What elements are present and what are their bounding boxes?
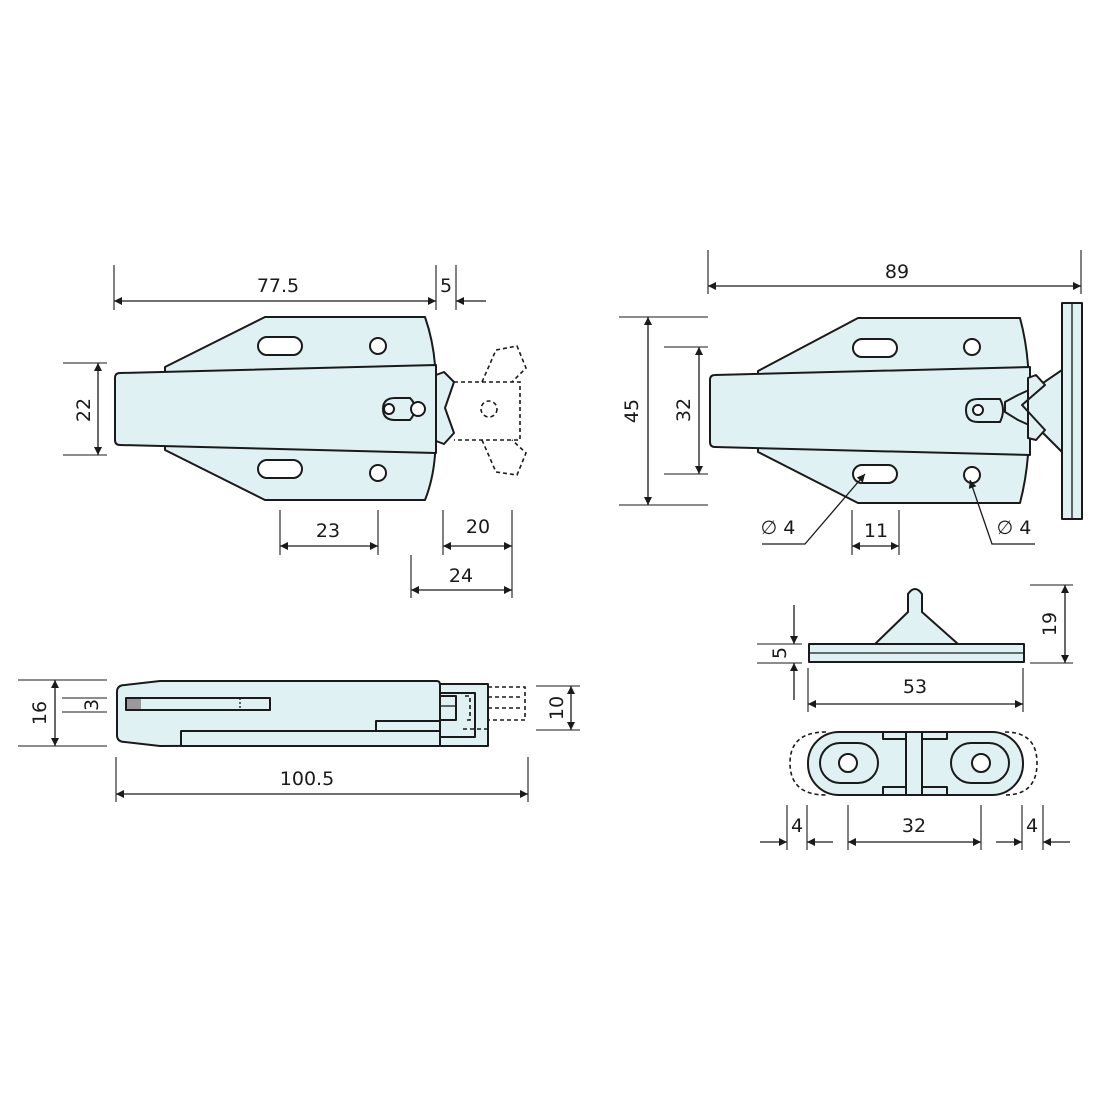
svg-text:53: 53 bbox=[903, 676, 927, 698]
svg-text:∅ 4: ∅ 4 bbox=[761, 517, 796, 539]
svg-text:32: 32 bbox=[902, 815, 926, 837]
svg-text:5: 5 bbox=[769, 647, 791, 659]
mount-hole bbox=[838, 753, 858, 773]
svg-text:23: 23 bbox=[316, 520, 340, 542]
mount-hole bbox=[971, 753, 991, 773]
svg-text:22: 22 bbox=[73, 398, 95, 422]
svg-text:20: 20 bbox=[466, 516, 490, 538]
dims-view-2: 89 45 32 11 ∅ 4 ∅ 4 bbox=[619, 250, 1082, 555]
lower-rail bbox=[180, 730, 441, 747]
pivot-hole bbox=[383, 403, 395, 415]
dims-view-5: 4 32 4 bbox=[760, 805, 1070, 850]
svg-text:89: 89 bbox=[885, 261, 909, 283]
svg-text:3: 3 bbox=[81, 699, 103, 711]
svg-text:16: 16 bbox=[29, 701, 51, 725]
latch-pivot bbox=[965, 398, 1004, 423]
round-hole bbox=[369, 464, 387, 482]
svg-text:77.5: 77.5 bbox=[257, 275, 299, 297]
svg-text:4: 4 bbox=[791, 815, 803, 837]
latch-side-view bbox=[116, 680, 526, 747]
pivot-pin bbox=[410, 401, 426, 417]
svg-text:19: 19 bbox=[1039, 612, 1061, 636]
svg-text:45: 45 bbox=[621, 399, 643, 423]
slot bbox=[125, 697, 271, 711]
slot-hole bbox=[852, 338, 898, 358]
svg-text:24: 24 bbox=[449, 565, 473, 587]
svg-text:∅ 4: ∅ 4 bbox=[997, 517, 1032, 539]
latch-top-view-right bbox=[709, 302, 1083, 520]
svg-text:5: 5 bbox=[440, 275, 452, 297]
svg-text:11: 11 bbox=[864, 520, 888, 542]
slot-hole bbox=[257, 459, 303, 479]
latch-top-view-left bbox=[114, 316, 527, 501]
svg-text:10: 10 bbox=[546, 696, 568, 720]
svg-text:4: 4 bbox=[1026, 815, 1038, 837]
strike-plan-view bbox=[789, 731, 1038, 796]
svg-text:100.5: 100.5 bbox=[280, 768, 334, 790]
pivot-hole bbox=[972, 404, 984, 416]
round-hole bbox=[369, 337, 387, 355]
dims-view-4: 5 19 53 bbox=[757, 584, 1073, 712]
strike-side-view bbox=[808, 588, 1025, 663]
slot-hole bbox=[257, 336, 303, 356]
dims-view-1: 77.5 5 22 23 20 24 bbox=[63, 265, 513, 598]
latch-body bbox=[709, 366, 1031, 456]
latch-body bbox=[114, 364, 437, 454]
spring-hatch bbox=[127, 699, 141, 709]
strike-catch-side bbox=[874, 588, 959, 645]
plunger-tip bbox=[435, 371, 455, 445]
round-hole bbox=[963, 338, 981, 356]
dims-view-3: 16 3 10 100.5 bbox=[18, 679, 580, 802]
svg-text:32: 32 bbox=[673, 398, 695, 422]
round-hole bbox=[963, 466, 981, 484]
